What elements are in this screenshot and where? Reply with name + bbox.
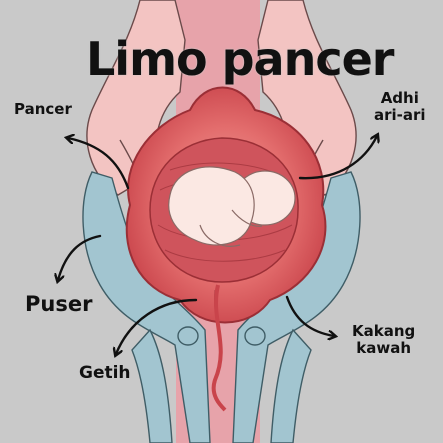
label-arrows — [58, 136, 377, 354]
label-kakang-line2: kawah — [356, 339, 412, 358]
label-kakang-kawah: Kakang kawah — [352, 322, 416, 358]
fetus-illustration — [168, 166, 296, 247]
top-hands-illustration — [86, 0, 357, 196]
diagram-title: Limo pancer — [86, 32, 394, 86]
label-pancer: Pancer — [14, 100, 72, 118]
label-getih: Getih — [79, 363, 131, 383]
arrow-puser — [58, 234, 102, 280]
arrow-getih — [116, 298, 198, 354]
label-adhi-line1: Adhi — [380, 89, 419, 107]
label-adhi-line2: ari-ari — [374, 106, 426, 125]
arrow-adhi-ari-ari — [298, 136, 377, 180]
label-adhi-ari-ari: Adhi ari-ari — [374, 89, 426, 125]
arrow-pancer — [68, 138, 130, 190]
label-puser: Puser — [25, 292, 93, 316]
arrow-kakang-kawah — [285, 295, 334, 336]
bottom-hands-illustration — [82, 171, 361, 443]
label-kakang-line1: Kakang — [352, 322, 416, 340]
